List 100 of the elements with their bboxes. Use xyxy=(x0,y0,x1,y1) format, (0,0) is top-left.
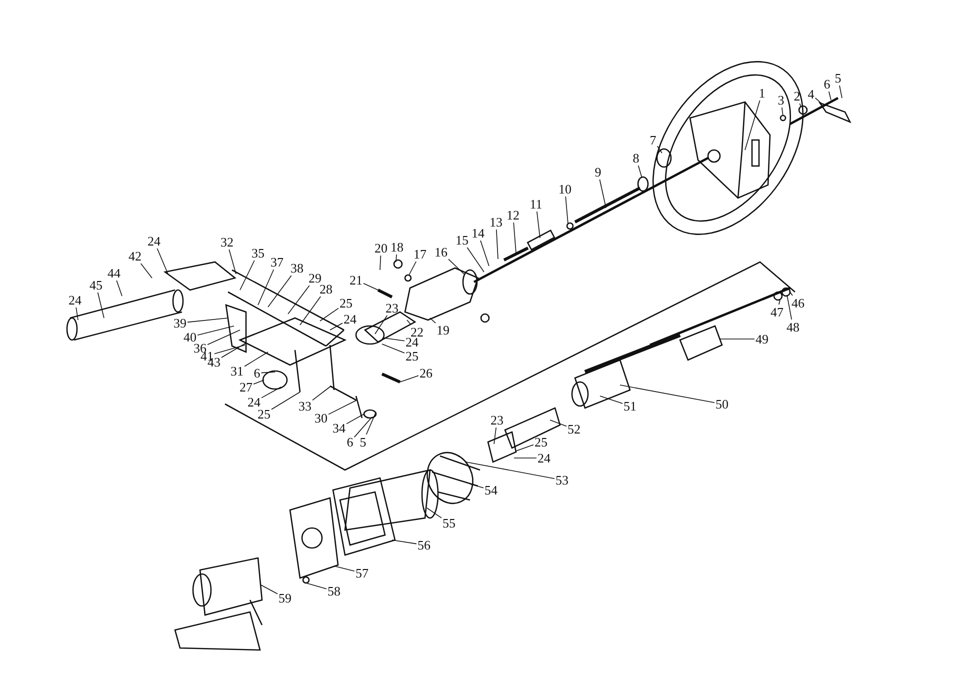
callout-number: 26 xyxy=(420,366,432,380)
leader-line xyxy=(228,249,236,274)
callout-number: 37 xyxy=(270,256,284,268)
leader-line xyxy=(744,100,760,150)
leader-line xyxy=(221,342,246,358)
leader-line xyxy=(392,540,417,544)
leader-line xyxy=(382,344,405,354)
leader-line xyxy=(799,103,802,108)
callout-number: 25 xyxy=(534,436,548,448)
leader-line xyxy=(814,98,822,104)
leader-line xyxy=(494,427,496,444)
callout-number: 52 xyxy=(568,422,580,436)
leader-line xyxy=(466,247,484,272)
leader-line xyxy=(790,292,793,296)
callout-number: 30 xyxy=(314,412,328,424)
callout-number: 40 xyxy=(184,330,196,344)
callout-number: 9 xyxy=(594,166,602,178)
leader-line xyxy=(76,307,78,320)
callout-number: 25 xyxy=(258,408,270,420)
leader-line xyxy=(496,229,498,260)
callout-number: 18 xyxy=(390,240,404,254)
callout-number: 38 xyxy=(290,262,304,274)
leader-line xyxy=(396,254,397,262)
leader-line xyxy=(565,196,568,224)
leader-line xyxy=(320,308,339,322)
leader-line xyxy=(828,91,832,100)
callout-number: 34 xyxy=(332,422,346,434)
callout-number: 8 xyxy=(632,152,640,164)
callout-number: 6 xyxy=(824,78,830,90)
callout-number: 14 xyxy=(472,226,484,240)
leader-line xyxy=(328,400,358,415)
callout-number: 46 xyxy=(792,296,804,310)
leader-line xyxy=(380,255,382,270)
callout-number: 25 xyxy=(340,296,352,310)
callout-number: 44 xyxy=(108,266,120,280)
callout-number: 24 xyxy=(538,452,550,464)
leader-line xyxy=(550,420,567,427)
leader-line xyxy=(306,582,327,590)
callout-number: 42 xyxy=(128,250,142,262)
leader-line xyxy=(312,386,332,401)
callout-number: 24 xyxy=(148,234,160,248)
callout-number: 50 xyxy=(716,398,728,410)
leader-line xyxy=(354,416,372,438)
callout-number: 22 xyxy=(410,326,424,338)
leader-line xyxy=(258,269,274,306)
leader-line xyxy=(207,330,240,345)
callout-number: 21 xyxy=(350,274,362,286)
callout-number: 24 xyxy=(248,396,260,408)
callout-number: 19 xyxy=(436,324,450,336)
leader-line xyxy=(261,386,282,398)
leader-line xyxy=(408,261,416,276)
callout-number: 35 xyxy=(252,246,264,260)
callout-number: 56 xyxy=(418,538,430,552)
leader-line xyxy=(778,300,780,305)
callout-number: 11 xyxy=(530,198,542,210)
leader-line xyxy=(638,165,642,178)
boot-and-cover-drawing xyxy=(289,452,481,584)
leader-line xyxy=(334,566,355,572)
callout-number: 23 xyxy=(386,302,398,314)
leader-line xyxy=(253,380,264,384)
callout-number: 59 xyxy=(278,592,292,604)
leader-line xyxy=(346,414,364,424)
callout-number: 58 xyxy=(328,584,340,598)
callout-number: 4 xyxy=(808,88,814,100)
callout-number: 31 xyxy=(230,364,244,378)
callout-number: 16 xyxy=(434,246,448,258)
callout-number: 32 xyxy=(220,236,234,248)
callout-number: 28 xyxy=(320,282,332,296)
leader-line xyxy=(260,584,278,594)
callout-number: 24 xyxy=(344,312,356,326)
callout-number: 49 xyxy=(756,332,768,346)
leader-line xyxy=(466,462,555,479)
callout-number: 54 xyxy=(484,484,498,496)
leader-line xyxy=(330,322,343,330)
callout-number: 15 xyxy=(456,234,468,246)
leader-line xyxy=(620,384,715,403)
leader-line xyxy=(268,275,292,308)
leader-line xyxy=(782,107,784,116)
callout-number: 39 xyxy=(174,316,186,330)
leader-line xyxy=(260,372,276,374)
callout-number: 48 xyxy=(786,320,800,334)
leader-line xyxy=(374,315,388,334)
callout-number: 6 xyxy=(254,366,260,380)
steering-wheel-drawing xyxy=(652,61,804,235)
callout-number: 33 xyxy=(298,400,312,412)
leader-line xyxy=(116,280,122,296)
leader-line xyxy=(400,375,419,382)
leader-line xyxy=(140,263,152,278)
leader-line xyxy=(480,240,490,266)
leader-line xyxy=(271,392,300,410)
leader-line xyxy=(214,344,246,354)
callout-number: 51 xyxy=(624,400,636,412)
callout-number: 5 xyxy=(834,72,842,84)
leader-line xyxy=(366,412,376,435)
callout-number: 17 xyxy=(414,248,426,260)
leader-line xyxy=(156,248,168,274)
callout-number: 10 xyxy=(558,182,572,196)
leader-line xyxy=(187,318,228,323)
leader-line xyxy=(516,444,534,452)
callout-number: 24 xyxy=(406,336,418,348)
